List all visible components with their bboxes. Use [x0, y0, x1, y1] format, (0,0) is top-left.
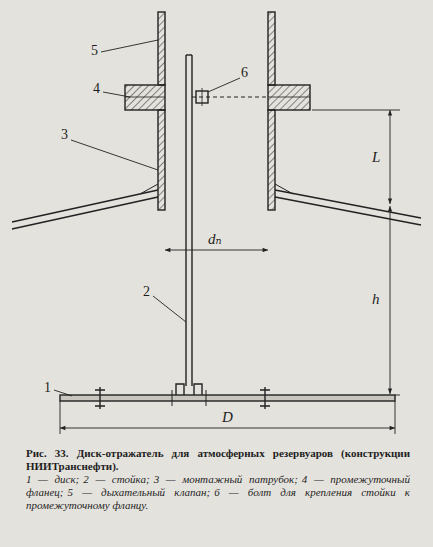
dimension-label: h [372, 292, 380, 307]
stand [186, 55, 192, 386]
dimension-label: dₙ [208, 232, 222, 247]
dimension-lines [60, 110, 400, 434]
dimension-label: L [372, 150, 380, 165]
dimension-label: D [222, 410, 233, 425]
intermediate-flange [125, 85, 310, 110]
breather-valve [158, 12, 275, 85]
part-legend: 2 — стойка; [83, 473, 149, 485]
tank-roof [12, 184, 421, 229]
part-legend: 1 — диск; [26, 473, 79, 485]
leader-lines [54, 40, 240, 396]
callout-number: 2 [143, 285, 150, 299]
part-legend: 5 — дыхательный клапан; [67, 486, 210, 498]
figure-caption: Рис. 33. Диск-отражатель для атмосферных… [26, 447, 410, 512]
part-legend: 3 — монтажный патрубок; [154, 473, 298, 485]
mounting-nozzle [158, 110, 275, 210]
callout-number: 1 [44, 381, 51, 395]
callout-number: 3 [61, 128, 68, 142]
disc [60, 384, 395, 409]
callout-number: 6 [241, 66, 248, 80]
callout-number: 5 [91, 44, 98, 58]
bolt [192, 88, 268, 106]
callout-number: 4 [93, 82, 100, 96]
caption-text: Рис. 33. Диск-отражатель для атмосферных… [26, 447, 410, 472]
